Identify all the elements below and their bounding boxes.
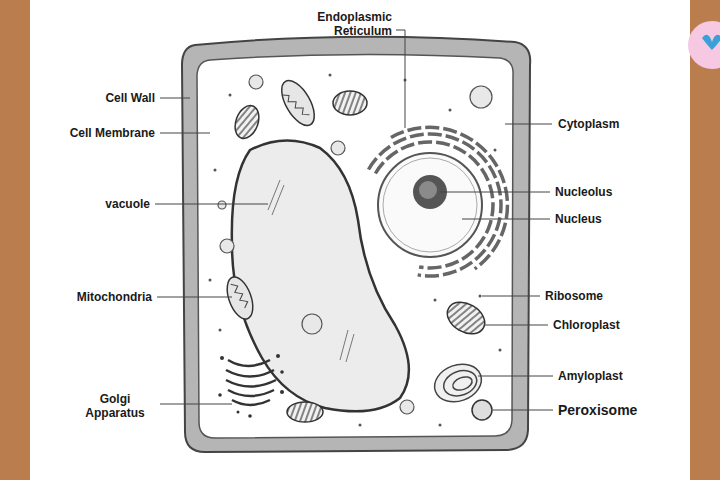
ribosome	[494, 149, 497, 152]
leader-line	[160, 98, 190, 99]
leader-line	[462, 219, 550, 220]
mitochondrion-body	[222, 274, 258, 323]
vesicle	[237, 411, 240, 414]
part-label: Cytoplasm	[558, 117, 619, 131]
ribosome	[439, 424, 442, 427]
leader-line	[482, 296, 540, 297]
er-membrane	[375, 142, 493, 268]
leader-line	[155, 204, 268, 205]
ribosome	[209, 279, 212, 282]
golgi-apparatus	[226, 360, 276, 405]
part-label: Nucleus	[555, 212, 602, 226]
amyloplast-ring	[440, 366, 480, 400]
nuclear-envelope	[383, 158, 477, 252]
vesicle	[280, 390, 284, 394]
er-membrane	[369, 134, 502, 276]
part-label: Nucleolus	[555, 185, 612, 199]
leader-line	[478, 376, 553, 377]
part-label: Cell Wall	[105, 91, 155, 105]
mitochondrion	[275, 75, 321, 130]
ribosome	[329, 74, 332, 77]
ribosome	[479, 295, 482, 298]
organelle	[218, 201, 226, 209]
wood-edge	[0, 0, 30, 480]
leader-line	[440, 192, 550, 193]
nucleus	[378, 153, 482, 257]
organelle	[302, 314, 322, 334]
vacuole	[232, 140, 409, 411]
part-label: Peroxisome	[558, 403, 637, 417]
wood-edge	[690, 0, 720, 480]
cell-membrane	[197, 54, 513, 438]
part-label: Endoplasmic Reticulum	[300, 10, 392, 38]
vacuole-shading	[268, 180, 354, 362]
part-label: Amyloplast	[558, 369, 623, 383]
leader-line	[484, 325, 548, 326]
small-organelles	[218, 75, 492, 414]
leader-line	[160, 404, 232, 405]
golgi-cisterna	[228, 390, 274, 396]
chloroplast	[231, 102, 263, 141]
golgi-cisterna	[226, 380, 276, 387]
leader-line	[505, 124, 552, 125]
leader-lines	[155, 30, 553, 410]
peroxisome	[472, 400, 492, 420]
logo-butterfly	[702, 35, 720, 50]
ribosome	[434, 299, 437, 302]
part-label: Golgi Apparatus	[73, 392, 157, 420]
mitochondrion-body	[275, 75, 321, 130]
amyloplast-ring	[451, 374, 474, 392]
part-label: vacuole	[105, 197, 150, 211]
organelle	[400, 400, 414, 414]
golgi-cisterna	[232, 400, 270, 405]
ribosome	[449, 109, 452, 112]
vesicle	[218, 393, 222, 397]
vesicle	[220, 356, 224, 360]
vesicle	[280, 370, 284, 374]
part-label: Chloroplast	[553, 318, 620, 332]
leader-line	[396, 30, 405, 128]
ribosomes	[209, 74, 502, 427]
cristae	[282, 88, 310, 122]
ribosome	[219, 329, 222, 332]
cell-wall	[182, 37, 530, 452]
golgi-cisterna	[228, 360, 270, 366]
leader-line	[493, 410, 553, 411]
part-label: Ribosome	[545, 289, 603, 303]
part-label: Cell Membrane	[70, 126, 155, 140]
vesicle	[248, 414, 252, 418]
organelle	[249, 75, 263, 89]
organelle	[470, 86, 492, 108]
mitochondrion	[222, 274, 258, 323]
ribosome	[229, 94, 232, 97]
logo-badge	[688, 21, 720, 69]
chloroplast	[333, 91, 367, 115]
chloroplast	[287, 402, 323, 422]
leader-line	[160, 133, 210, 134]
organelle	[331, 141, 345, 155]
endoplasmic-reticulum	[369, 127, 508, 276]
chloroplast	[442, 296, 491, 340]
organelle	[220, 239, 234, 253]
ribosome	[214, 169, 217, 172]
nucleolus-core	[419, 181, 437, 199]
vesicle	[276, 354, 280, 358]
leader-line	[157, 297, 232, 298]
golgi-vesicles	[218, 354, 284, 418]
cristae	[231, 281, 250, 310]
golgi-cisterna	[226, 370, 274, 377]
ribosome	[359, 424, 362, 427]
ribosome	[499, 349, 502, 352]
part-label: Mitochondria	[77, 290, 152, 304]
